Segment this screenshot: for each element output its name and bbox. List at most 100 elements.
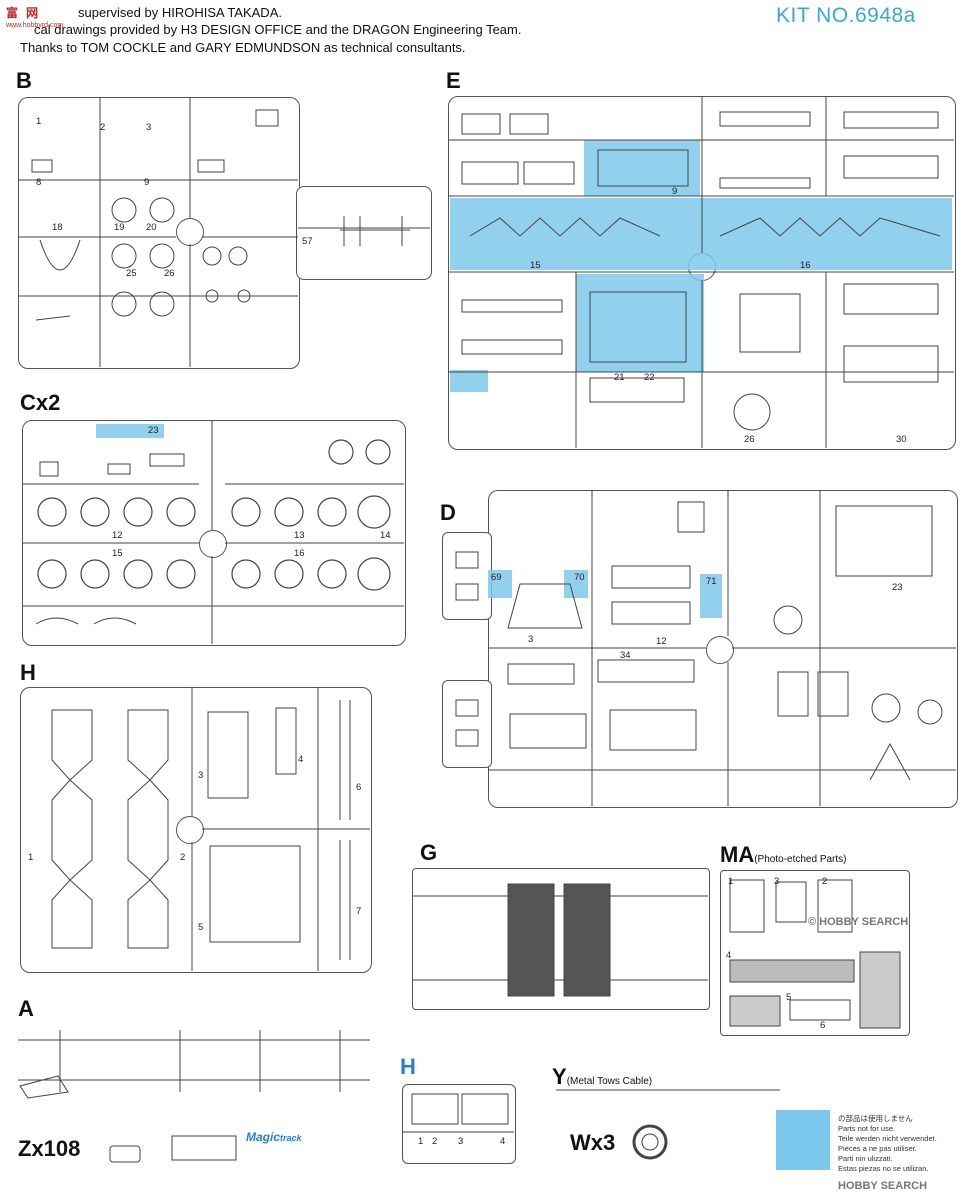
part-number-ma3: 3	[774, 876, 780, 887]
part-number-e22: 22	[644, 372, 655, 383]
highlight-c23	[96, 424, 164, 438]
part-number-h3: 3	[198, 770, 204, 781]
part-number-d12: 12	[656, 636, 667, 647]
part-number-ma2: 2	[822, 876, 828, 887]
label-wx3: Wx3	[570, 1130, 616, 1155]
part-number-b26: 26	[164, 268, 175, 279]
note-line-3: Teile werden nicht verwendet.	[838, 1134, 937, 1143]
label-ma-note: (Photo-etched Parts)	[754, 854, 847, 865]
part-number-b25: 25	[126, 268, 137, 279]
label-sprue-h2: H	[400, 1054, 416, 1079]
highlight-e33-e34	[450, 370, 488, 392]
part-number-d70: 70	[574, 572, 585, 583]
part-number-e21: 21	[614, 372, 625, 383]
parts-not-for-use-swatch	[776, 1110, 830, 1170]
highlight-e21	[576, 274, 704, 372]
highlight-d69	[488, 570, 512, 598]
part-number-c14: 14	[380, 530, 391, 541]
watermark-bottom: HOBBY SEARCH	[838, 1180, 928, 1192]
part-number-c12: 12	[112, 530, 123, 541]
part-number-d3: 3	[528, 634, 534, 645]
part-number-h6: 6	[356, 782, 362, 793]
label-sprue-c: Cx2	[20, 390, 61, 415]
part-number-e16: 16	[800, 260, 811, 271]
sprue-frame-d-ext2	[442, 680, 492, 768]
magic-text2: track	[280, 1133, 302, 1143]
sprue-hub-b	[176, 218, 204, 246]
label-sprue-b: B	[16, 68, 32, 93]
part-number-b9: 9	[144, 177, 150, 188]
part-number-c16: 16	[294, 548, 305, 559]
part-number-h7: 7	[356, 906, 362, 917]
part-number-e26: 26	[744, 434, 755, 445]
part-number-e15: 15	[530, 260, 541, 271]
part-number-b2: 2	[100, 122, 106, 133]
parts-not-for-use-note: の部品は使用しません Parts not for use. Teile werd…	[838, 1114, 968, 1174]
note-line-2: Parts not for use.	[838, 1124, 896, 1133]
sprue-hub-c	[199, 530, 227, 558]
label-zx108: Zx108	[18, 1136, 81, 1161]
highlight-e15-e16	[450, 198, 952, 270]
label-sprue-g: G	[420, 840, 438, 865]
part-number-b3: 3	[146, 122, 152, 133]
part-number-ma4: 4	[726, 950, 732, 961]
part-number-b57: 57	[302, 236, 313, 247]
part-number-h1: 1	[28, 852, 34, 863]
credit-line-1: supervised by HIROHISA TAKADA.	[78, 5, 282, 20]
part-number-c15: 15	[112, 548, 123, 559]
label-y-note: (Metal Tows Cable)	[566, 1076, 653, 1087]
part-number-h2-4: 4	[500, 1136, 506, 1147]
credit-line-2: cal drawings provided by H3 DESIGN OFFIC…	[34, 22, 522, 37]
part-number-ma5: 5	[786, 992, 792, 1003]
logo-char-2: 网	[26, 6, 39, 20]
part-number-h2-1: 1	[418, 1136, 424, 1147]
credit-line-3: Thanks to TOM COCKLE and GARY EDMUNDSON …	[20, 40, 466, 55]
label-sprue-h: H	[20, 660, 36, 685]
note-line-1: の部品は使用しません	[838, 1114, 913, 1123]
highlight-d71	[700, 574, 722, 618]
kit-number: KIT NO.6948a	[776, 4, 916, 27]
sprue-frame-d-ext1	[442, 532, 492, 620]
part-number-b8: 8	[36, 177, 42, 188]
part-number-b20: 20	[146, 222, 157, 233]
part-number-b19: 19	[114, 222, 125, 233]
magic-track-logo: Magictrack	[246, 1130, 302, 1144]
sprue-frame-b-ext	[296, 186, 432, 280]
logo-url: www.hobbyrd.com	[6, 22, 64, 29]
part-number-d69: 69	[491, 572, 502, 583]
label-sprue-ma: MA(Photo-etched Parts)	[720, 842, 846, 868]
label-ma-text: MA	[720, 842, 755, 867]
note-line-5: Parti nin ulizzati.	[838, 1154, 893, 1163]
sprue-hub-h	[176, 816, 204, 844]
part-number-d34: 34	[620, 650, 631, 661]
part-number-h2-2: 2	[432, 1136, 438, 1147]
part-number-h5: 5	[198, 922, 204, 933]
part-number-ma6: 6	[820, 1020, 826, 1031]
label-sprue-d: D	[440, 500, 456, 525]
sprue-frame-b	[18, 97, 300, 369]
part-number-c23: 23	[148, 425, 159, 436]
label-sprue-a: A	[18, 996, 34, 1021]
part-number-h2: 2	[180, 852, 186, 863]
part-number-c13: 13	[294, 530, 305, 541]
part-number-ma1: 1	[728, 876, 734, 887]
label-sprue-y: Y(Metal Tows Cable)	[552, 1064, 652, 1090]
sprue-hub-d	[706, 636, 734, 664]
highlight-e9	[584, 140, 700, 196]
part-number-b18: 18	[52, 222, 63, 233]
label-y-text: Y	[552, 1064, 567, 1089]
watermark-mid: © HOBBY SEARCH	[808, 916, 909, 928]
note-line-6: Estas piezas no se utilizan.	[838, 1164, 929, 1173]
logo-char-1: 富	[6, 6, 19, 20]
part-number-e30: 30	[896, 434, 907, 445]
part-number-e9: 9	[672, 186, 678, 197]
sprue-frame-g	[412, 868, 710, 1010]
note-line-4: Pieces a ne pas utiliser.	[838, 1144, 917, 1153]
label-sprue-e: E	[446, 68, 461, 93]
magic-text: Magic	[246, 1130, 281, 1144]
part-number-h4: 4	[298, 754, 304, 765]
hobby-logo: 富网 www.hobbyrd.com	[6, 4, 72, 29]
part-number-b1: 1	[36, 116, 42, 127]
part-number-h2-3: 3	[458, 1136, 464, 1147]
